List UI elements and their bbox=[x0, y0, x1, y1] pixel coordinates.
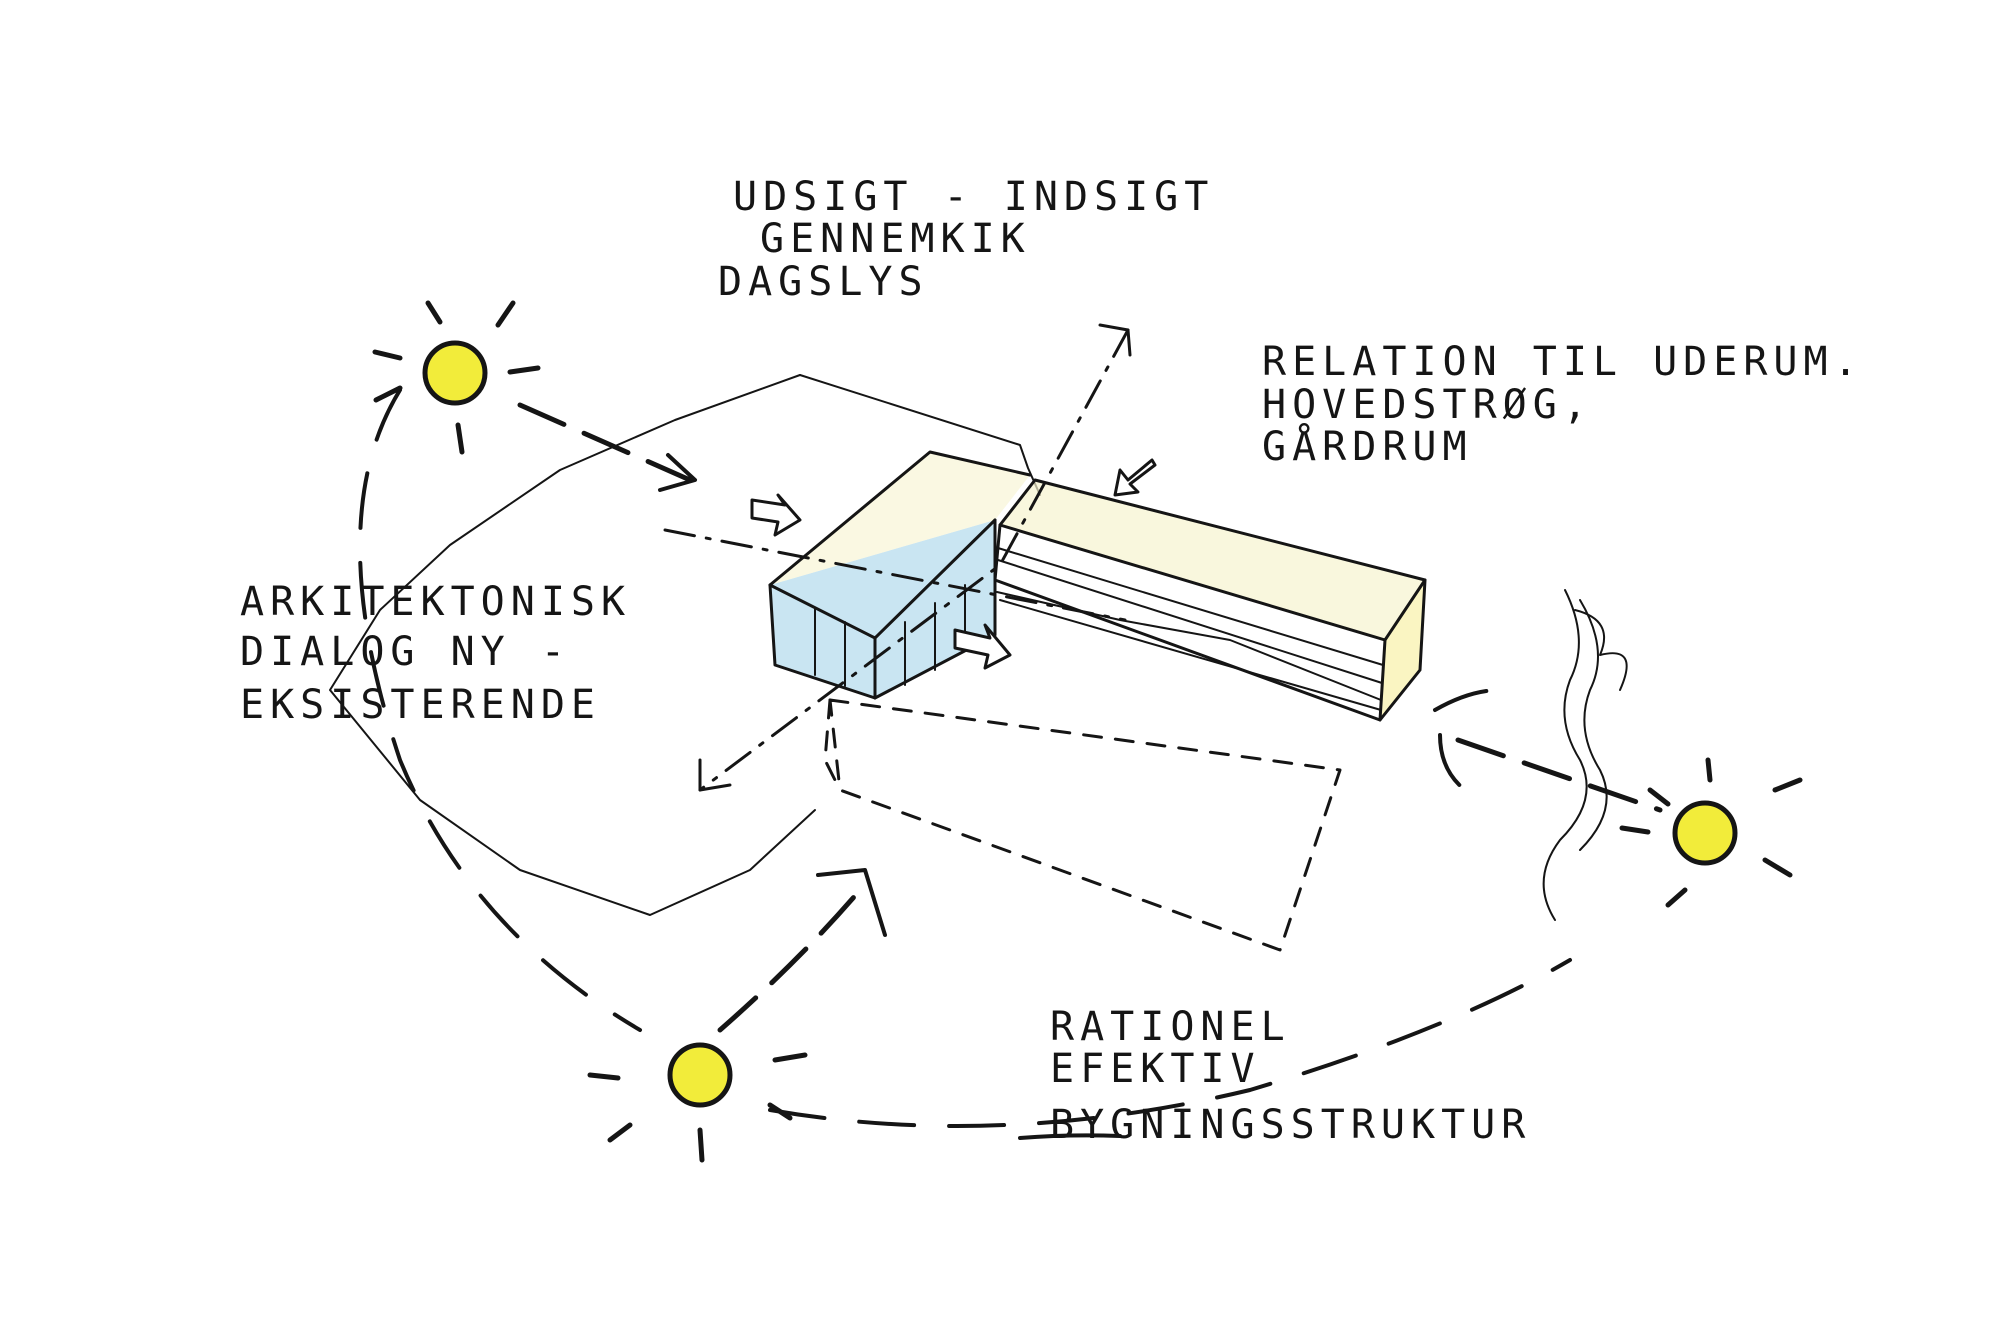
sun-icon bbox=[1619, 757, 1803, 908]
label-arkitektonisk: ARKITEKTONISK DIALOG NY - EKSISTERENDE bbox=[240, 579, 631, 728]
glass-top bbox=[770, 452, 1030, 585]
label-rationel-line-3: BYGNINGSSTRUKTUR bbox=[1050, 1102, 1531, 1148]
label-udsigt-line-3: DAGSLYS bbox=[718, 259, 929, 305]
label-relation-line-3: GÅRDRUM bbox=[1262, 422, 1473, 470]
glass-front-face bbox=[770, 520, 995, 698]
view-arrowheads bbox=[698, 323, 1132, 792]
sun-path bbox=[358, 388, 1572, 1128]
label-relation-line-2: HOVEDSTRØG, bbox=[1262, 382, 1593, 428]
sun-ray-arrows bbox=[517, 402, 1663, 1033]
label-rationel-line-2: EFEKTIV bbox=[1050, 1046, 1261, 1092]
label-rationel: RATIONEL EFEKTIV BYGNINGSSTRUKTUR bbox=[1018, 1004, 1531, 1148]
rationel-underline bbox=[1018, 1133, 1122, 1140]
tree-line bbox=[1542, 589, 1628, 921]
bar-top bbox=[1000, 480, 1425, 640]
label-relation-line-1: RELATION TIL UDERUM. bbox=[1262, 339, 1864, 385]
label-arkitektonisk-line-1: ARKITEKTONISK bbox=[240, 579, 631, 625]
view-axes bbox=[663, 328, 1130, 792]
sun-icon bbox=[372, 300, 541, 455]
label-arkitektonisk-line-2: DIALOG NY - bbox=[240, 629, 571, 675]
ray-arrowheads bbox=[658, 453, 887, 937]
label-rationel-line-1: RATIONEL bbox=[1050, 1004, 1291, 1050]
label-udsigt-line-1: UDSIGT - INDSIGT bbox=[733, 174, 1214, 220]
label-arkitektonisk-line-3: EKSISTERENDE bbox=[240, 682, 601, 728]
future-volume bbox=[823, 698, 1342, 952]
label-udsigt: UDSIGT - INDSIGT GENNEMKIK DAGSLYS bbox=[718, 174, 1214, 305]
label-relation: RELATION TIL UDERUM. HOVEDSTRØG, GÅRDRUM bbox=[1262, 339, 1864, 470]
sun-icon bbox=[587, 1042, 808, 1163]
bar-end-wash bbox=[1380, 580, 1425, 720]
label-udsigt-line-2: GENNEMKIK bbox=[760, 216, 1031, 262]
long-bar bbox=[993, 478, 1427, 722]
arrow-icon bbox=[750, 458, 1157, 670]
